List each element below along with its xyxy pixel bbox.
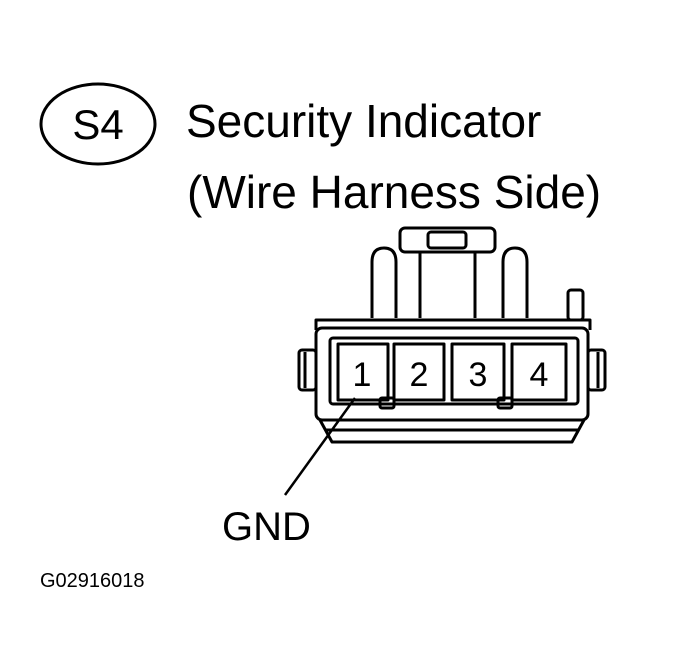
connector-code-badge: S4 <box>39 82 157 166</box>
connector-latch <box>398 226 497 254</box>
connector-post-right <box>501 246 529 318</box>
connector-side: (Wire Harness Side) <box>187 166 601 218</box>
pin-number-3: 3 <box>469 356 488 394</box>
figure-id: G02916018 <box>40 570 145 592</box>
connector-housing <box>297 226 607 444</box>
side-tab-left <box>297 348 318 392</box>
pin-number-4: 4 <box>530 356 549 394</box>
pin-cavity-4 <box>510 342 568 402</box>
connector-name: Security Indicator <box>186 95 541 147</box>
pin-number-2: 2 <box>410 356 429 394</box>
pin-cavity-1 <box>336 342 390 402</box>
gnd-label: GND <box>222 505 311 549</box>
connector-code: S4 <box>72 101 123 148</box>
pin-number-1: 1 <box>353 356 372 394</box>
connector-post-left <box>370 246 398 318</box>
gnd-leader-line <box>283 397 357 496</box>
pin-cavity-2 <box>392 342 446 402</box>
connector-code-oval <box>39 82 157 166</box>
pin-cavity-3 <box>450 342 506 402</box>
side-tab-right <box>586 348 607 392</box>
